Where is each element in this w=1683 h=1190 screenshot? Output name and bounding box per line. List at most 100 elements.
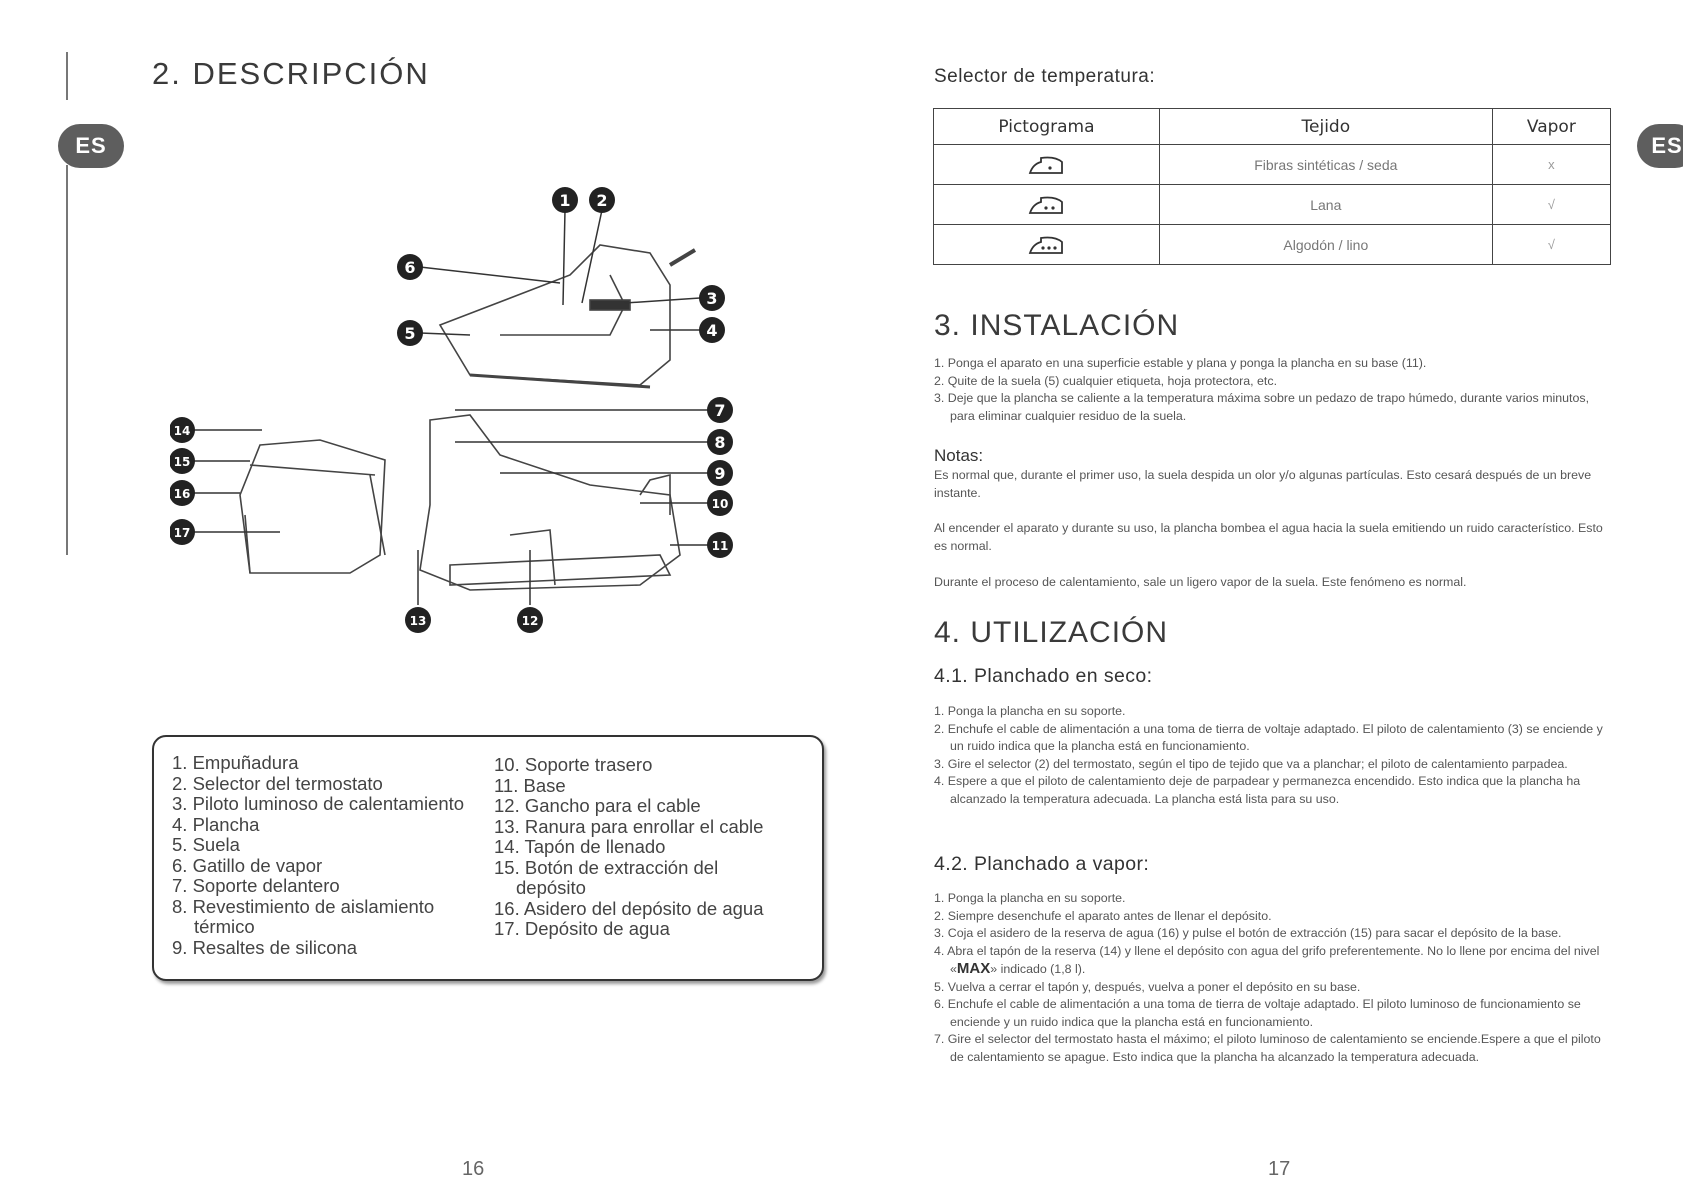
language-tab: ES <box>1637 124 1683 168</box>
callout-3: 3 <box>699 285 725 311</box>
use-title: 4. UTILIZACIÓN <box>934 616 1169 649</box>
list-item: 2. Enchufe el cable de alimentación a un… <box>934 721 1603 754</box>
legend-item: 14. Tapón de llenado <box>494 836 666 857</box>
left-page: ES 2. DESCRIPCIÓN <box>0 0 841 1190</box>
table-header-row: Pictograma Tejido Vapor <box>933 108 1612 145</box>
steam-ironing-title: 4.2. Planchado a vapor: <box>934 853 1150 875</box>
svg-text:10: 10 <box>712 497 729 511</box>
iron-one-dot-icon <box>933 144 1160 185</box>
svg-text:17: 17 <box>174 526 191 540</box>
svg-text:3: 3 <box>706 289 717 308</box>
callout-9: 9 <box>707 460 733 486</box>
callout-16: 16 <box>170 480 195 506</box>
legend-item: 10. Soporte trasero <box>494 754 653 775</box>
list-item: 4. Abra el tapón de la reserva (14) y ll… <box>934 943 1614 979</box>
svg-text:4: 4 <box>706 321 717 340</box>
legend-column-2: 10. Soporte trasero 11. Base 12. Gancho … <box>494 754 764 940</box>
callout-4: 4 <box>699 317 725 343</box>
table-cell: Fibras sintéticas / seda <box>1158 144 1493 185</box>
page-number: 16 <box>462 1158 485 1180</box>
list-item: 3. Coja el asidero de la reserva de agua… <box>934 926 1562 940</box>
page-title: 2. DESCRIPCIÓN <box>152 56 430 91</box>
table-cell: x <box>1491 144 1612 185</box>
callout-7: 7 <box>707 397 733 423</box>
dry-ironing-title: 4.1. Planchado en seco: <box>934 665 1153 687</box>
table-header: Tejido <box>1158 108 1493 145</box>
list-item: 2. Quite de la suela (5) cualquier etiqu… <box>934 373 1278 388</box>
page-number: 17 <box>1268 1158 1291 1180</box>
table-row: Fibras sintéticas / seda x <box>933 144 1612 185</box>
callout-1: 1 <box>552 187 578 213</box>
svg-text:12: 12 <box>522 614 539 628</box>
callout-13: 13 <box>405 607 431 633</box>
language-tab: ES <box>58 124 124 168</box>
table-cell: Lana <box>1158 184 1493 225</box>
legend-item: 7. Soporte delantero <box>172 875 340 896</box>
svg-text:6: 6 <box>404 258 415 277</box>
note-paragraph: Al encender el aparato y durante su uso,… <box>934 521 1603 553</box>
product-diagram: 1 2 6 5 3 4 14 15 16 17 7 8 9 10 11 13 1… <box>170 187 733 633</box>
install-steps: 1. Ponga el aparato en una superficie es… <box>934 355 1614 425</box>
callout-2: 2 <box>589 187 615 213</box>
legend-item: depósito <box>516 877 586 898</box>
right-page: ES <box>842 0 1683 1190</box>
callout-5: 5 <box>397 320 423 346</box>
note-paragraph: Durante el proceso de calentamiento, sal… <box>934 575 1467 589</box>
table-row: Lana √ <box>933 184 1612 225</box>
legend-item: 11. Base <box>494 774 566 796</box>
dry-ironing-steps: 1. Ponga la plancha en su soporte. 2. En… <box>934 703 1614 808</box>
step-text: » indicado (1,8 l). <box>990 962 1086 976</box>
legend-column-1: 1. Empuñadura 2. Selector del termostato… <box>172 752 465 958</box>
callout-14: 14 <box>170 417 195 443</box>
table-cell: √ <box>1491 184 1612 225</box>
legend-item: 1. Empuñadura <box>172 752 299 773</box>
callout-10: 10 <box>707 490 733 516</box>
steam-ironing-steps: 1. Ponga la plancha en su soporte. 2. Si… <box>934 890 1614 1066</box>
legend-item: 9. Resaltes de silicona <box>172 936 358 958</box>
svg-text:5: 5 <box>404 324 415 343</box>
note-paragraph: Es normal que, durante el primer uso, la… <box>934 468 1592 500</box>
legend-item: 12. Gancho para el cable <box>494 795 701 816</box>
svg-text:13: 13 <box>410 614 427 628</box>
list-item: 2. Siempre desenchufe el aparato antes d… <box>934 908 1272 923</box>
callout-8: 8 <box>707 429 733 455</box>
list-item: 1. Ponga el aparato en una superficie es… <box>934 356 1427 370</box>
table-row: Algodón / lino √ <box>933 224 1612 265</box>
parts-legend: 1. Empuñadura 2. Selector del termostato… <box>152 735 824 981</box>
list-item: 5. Vuelva a cerrar el tapón y, después, … <box>934 979 1361 994</box>
iron-two-dots-icon <box>933 184 1160 225</box>
legend-item: 15. Botón de extracción del <box>494 856 719 878</box>
svg-text:16: 16 <box>174 487 191 501</box>
iron-illustration <box>438 244 671 386</box>
svg-text:1: 1 <box>559 191 570 210</box>
legend-item: 17. Depósito de agua <box>494 918 670 939</box>
margin-line <box>66 165 68 555</box>
callout-17: 17 <box>170 519 195 545</box>
svg-text:9: 9 <box>714 464 725 483</box>
list-item: 7. Gire el selector del termostato hasta… <box>934 1032 1601 1064</box>
callout-6: 6 <box>397 254 423 280</box>
legend-item: 3. Piloto luminoso de calentamiento <box>172 793 465 814</box>
water-tank-illustration <box>239 439 386 574</box>
table-cell: Algodón / lino <box>1158 224 1493 265</box>
svg-text:15: 15 <box>174 455 191 469</box>
legend-item: térmico <box>194 916 255 937</box>
list-item: 1. Ponga la plancha en su soporte. <box>934 891 1126 905</box>
svg-text:14: 14 <box>174 424 191 438</box>
legend-item: 5. Suela <box>172 834 240 855</box>
install-title: 3. INSTALACIÓN <box>934 309 1180 342</box>
table-cell: √ <box>1491 224 1612 265</box>
legend-item: 13. Ranura para enrollar el cable <box>494 815 764 837</box>
legend-item: 16. Asidero del depósito de agua <box>494 897 764 919</box>
list-item: 3. Deje que la plancha se caliente a la … <box>934 391 1590 423</box>
svg-text:2: 2 <box>596 191 607 210</box>
step-text: 4. Abra el tapón de la reserva (14) y ll… <box>934 943 1600 977</box>
list-item: 1. Ponga la plancha en su soporte. <box>934 704 1126 718</box>
legend-item: 6. Gatillo de vapor <box>172 854 323 876</box>
callout-11: 11 <box>707 532 733 558</box>
max-label: MAX <box>956 960 991 977</box>
list-item: 3. Gire el selector (2) del termostato, … <box>934 756 1568 771</box>
svg-text:8: 8 <box>714 433 725 452</box>
list-item: 6. Enchufe el cable de alimentación a un… <box>934 997 1581 1029</box>
iron-three-dots-icon <box>933 224 1160 265</box>
